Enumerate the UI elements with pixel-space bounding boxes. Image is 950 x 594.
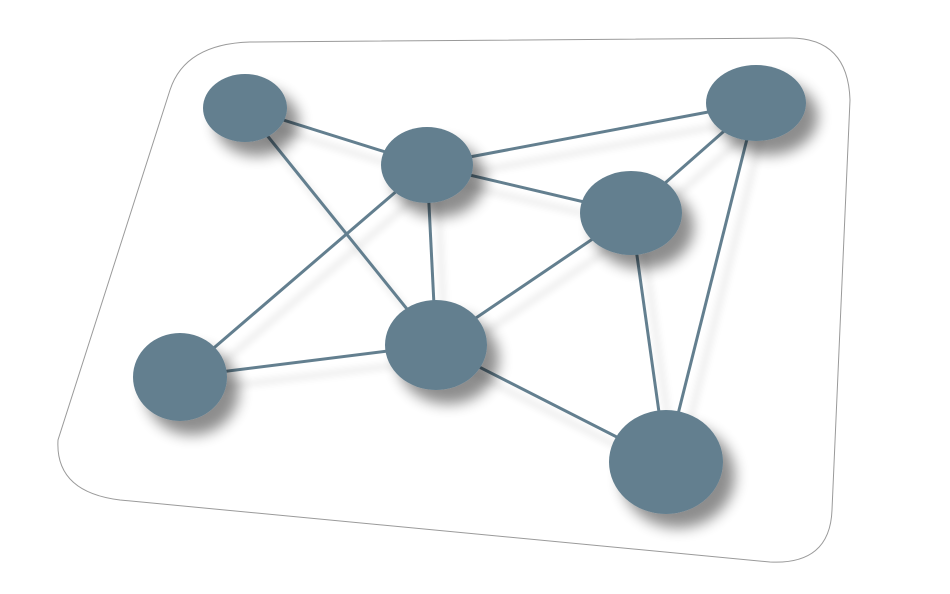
node-n1 <box>203 74 287 142</box>
node-n6 <box>385 300 487 390</box>
node-n2 <box>381 127 473 203</box>
edge-n2-n3 <box>426 101 757 167</box>
node-n3 <box>706 65 806 141</box>
edge-n2-n5 <box>179 163 428 379</box>
node-n5 <box>133 333 227 421</box>
nodes <box>133 65 806 514</box>
edge-n3-n7 <box>664 102 758 463</box>
edge-n1-n6 <box>243 107 438 346</box>
node-n4 <box>580 171 682 255</box>
node-n7 <box>609 410 723 514</box>
